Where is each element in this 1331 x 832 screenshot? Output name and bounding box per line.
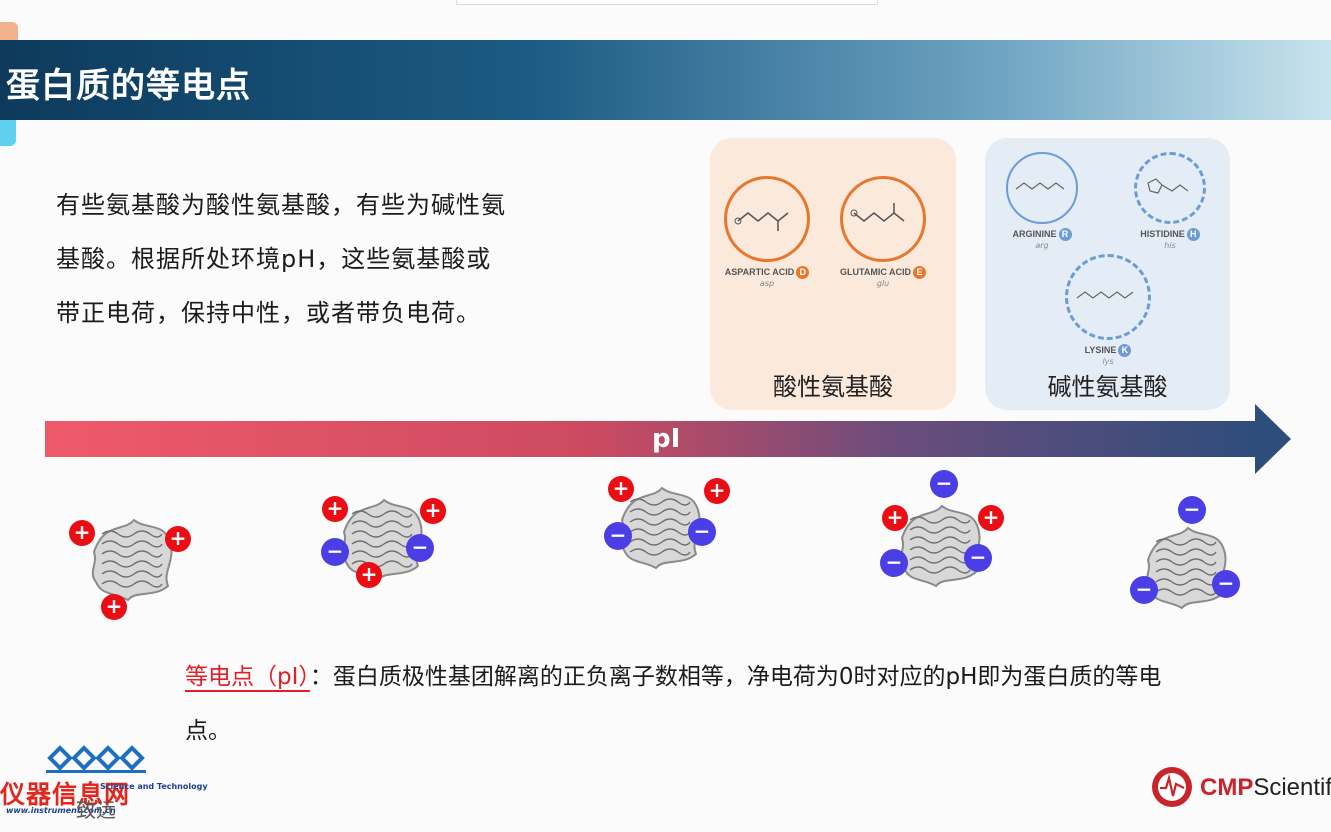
- protein-structure-icon: [619, 486, 701, 570]
- lysine-structure-icon: [1065, 254, 1151, 340]
- pi-label: pI: [652, 424, 681, 454]
- cmp-brand-text: CMPScientific: [1200, 774, 1331, 801]
- negative-charge-icon: −: [406, 534, 434, 562]
- ph-gradient-arrow: [45, 421, 1263, 457]
- definition-term: 等电点（pI）: [185, 664, 310, 690]
- top-search-bar[interactable]: [456, 0, 878, 5]
- aspartic-acid-abbr: asp: [759, 279, 775, 288]
- positive-charge-icon: +: [978, 505, 1004, 531]
- positive-charge-icon: +: [882, 505, 908, 531]
- molecule-icon: [1015, 182, 1065, 190]
- arginine-structure-icon: [1006, 152, 1078, 224]
- isoelectric-point-definition: 等电点（pI）：蛋白质极性基团解离的正负离子数相等，净电荷为0时对应的pH即为蛋…: [185, 650, 1185, 758]
- histidine-abbr: his: [1164, 241, 1176, 250]
- negative-charge-icon: −: [688, 518, 716, 546]
- molecule-icon: [1147, 178, 1189, 194]
- histidine-structure-icon: [1134, 152, 1206, 224]
- positive-charge-icon: +: [101, 594, 127, 620]
- negative-charge-icon: −: [930, 470, 958, 498]
- negative-charge-icon: −: [964, 544, 992, 572]
- glutamic-acid-structure-icon: [840, 176, 926, 262]
- ph-arrow-head: [1255, 404, 1291, 474]
- negative-charge-icon: −: [1130, 576, 1158, 604]
- negative-charge-icon: −: [604, 522, 632, 550]
- arginine-abbr: arg: [1035, 241, 1049, 250]
- positive-charge-icon: +: [69, 520, 95, 546]
- positive-charge-icon: +: [608, 476, 634, 502]
- negative-charge-icon: −: [1178, 496, 1206, 524]
- cmp-logo-icon: [1152, 767, 1192, 807]
- intro-paragraph: 有些氨基酸为酸性氨基酸，有些为碱性氨基酸。根据所处环境pH，这些氨基酸或带正电荷…: [56, 191, 506, 327]
- definition-separator: ：: [309, 664, 333, 690]
- negative-charge-icon: −: [880, 549, 908, 577]
- molecule-icon: [850, 203, 905, 222]
- title-accent-top: [0, 22, 18, 40]
- acidic-panel-caption: 酸性氨基酸: [773, 373, 893, 401]
- instrument-logo-icon: [46, 745, 146, 773]
- glutamic-acid-abbr: glu: [876, 279, 890, 288]
- title-bar: [0, 40, 1331, 120]
- aspartic-acid-structure-icon: [724, 176, 810, 262]
- lysine-abbr: lys: [1102, 357, 1114, 366]
- title-accent-bottom: [0, 120, 16, 146]
- instrument-logo-tech: Science and Technology: [100, 782, 208, 791]
- positive-charge-icon: +: [420, 498, 446, 524]
- definition-text: 蛋白质极性基团解离的正负离子数相等，净电荷为0时对应的pH即为蛋白质的等电点。: [185, 664, 1162, 744]
- negative-charge-icon: −: [1212, 570, 1240, 598]
- positive-charge-icon: +: [356, 562, 382, 588]
- positive-charge-icon: +: [704, 478, 730, 504]
- protein-structure-icon: [91, 518, 173, 602]
- positive-charge-icon: +: [165, 526, 191, 552]
- instrument-logo-slogan: 致远: [76, 798, 116, 822]
- slide-title: 蛋白质的等电点: [6, 66, 251, 106]
- basic-panel-caption: 碱性氨基酸: [1047, 373, 1168, 401]
- protein-structure-icon: [341, 498, 423, 582]
- molecule-icon: [734, 212, 789, 231]
- instrument-logo-name: 仪器信息网: [0, 780, 131, 809]
- instrument-logo-url: www.instrument.com.cn: [6, 806, 116, 815]
- negative-charge-icon: −: [321, 538, 349, 566]
- molecule-icon: [1076, 291, 1134, 299]
- positive-charge-icon: +: [322, 496, 348, 522]
